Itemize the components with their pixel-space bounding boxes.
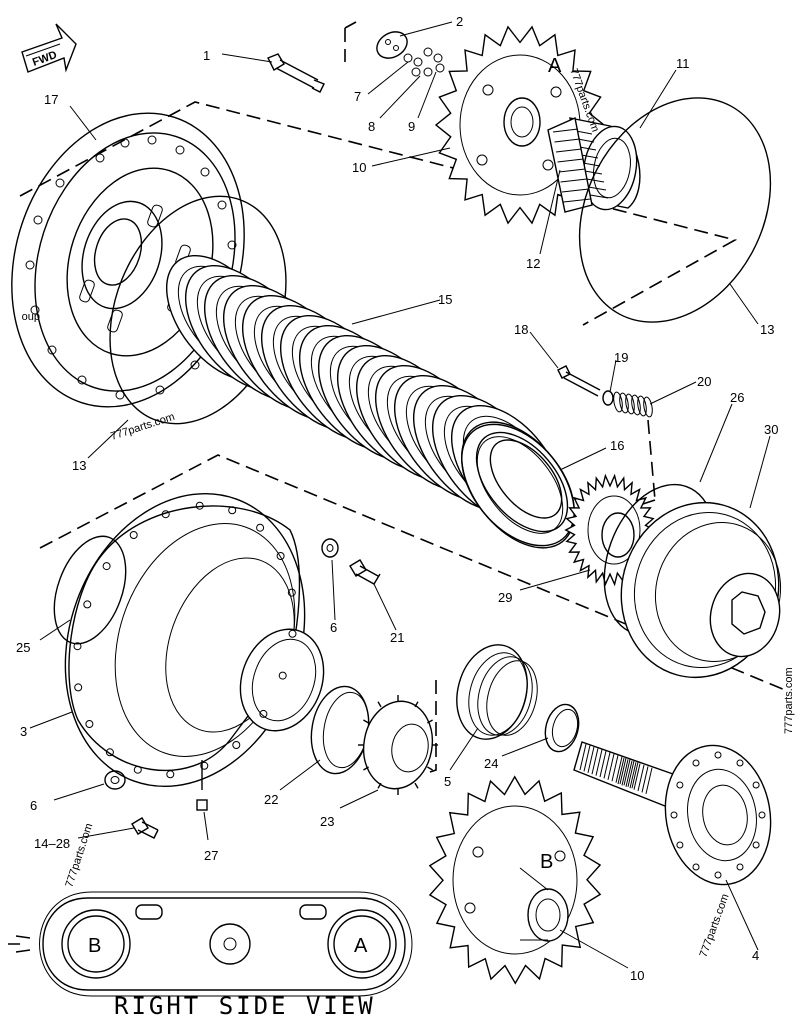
callout-24: 24 [484,756,498,771]
watermark-right: 777parts.com [783,667,795,734]
callout-16: 16 [610,438,624,453]
callout-3: 3 [20,724,27,739]
callout-13-left: 13 [72,458,86,473]
part-30-piston-housing [620,501,782,679]
watermark-left: 777parts.com [109,411,176,443]
part-4-output-shaft [573,741,772,886]
part-23-gear-hub [358,695,438,795]
callout-22: 22 [264,792,278,807]
part-1-bolt [267,53,325,93]
part-10-sprocket-b [428,775,602,985]
view-title: RIGHT SIDE VIEW [114,992,376,1020]
callout-19: 19 [614,350,628,365]
callout-26: 26 [730,390,744,405]
callout-21: 21 [390,630,404,645]
callout-6-upper: 6 [330,620,337,635]
callout-10-bottom: 10 [630,968,644,983]
part-13-o-ring-right [578,97,772,323]
forward-arrow-icon [21,23,77,73]
part-7-washers [403,47,443,67]
callout-17: 17 [44,92,58,107]
assembly-frame-bracket [429,680,437,773]
callout-numbers: 1 2 7 8 9 10 11 12 13 17 15 13 18 19 20 … [16,14,778,983]
callout-11: 11 [676,56,690,71]
part-11-12-hub [547,117,641,213]
watermark-bottom-left: 777parts.com [63,822,95,889]
watermark-edge: dno [22,311,40,323]
callout-13-right: 13 [760,322,774,337]
callout-27: 27 [204,848,218,863]
part-20-spring [613,391,653,418]
callout-10-top: 10 [352,160,366,175]
part-21-bolt-upper [349,559,381,585]
callout-2: 2 [456,14,463,29]
part-24-ring [544,703,580,753]
chain-side-view [8,891,413,997]
part-6-washer-lower [104,770,126,790]
part-2-retainer-plate [376,31,408,59]
callout-25: 25 [16,640,30,655]
callout-29: 29 [498,590,512,605]
callout-1: 1 [203,48,210,63]
chain-letter-b: B [88,935,101,957]
callout-4: 4 [752,948,759,963]
callout-5: 5 [444,774,451,789]
part-6-washer-upper [321,538,339,558]
callout-7: 7 [354,89,361,104]
part-19-washer [602,390,614,406]
sprocket-letter-b: B [540,851,553,873]
callout-20: 20 [697,374,711,389]
callout-15: 15 [438,292,452,307]
callout-14-28: 14–28 [34,836,70,851]
part-3-housing [64,492,325,788]
watermark-bottom-right: 777parts.com [698,892,732,959]
part-5-seal-rings [456,644,538,740]
part-16-drum [461,423,575,547]
callout-30: 30 [764,422,778,437]
callout-18: 18 [514,322,528,337]
part-18-bolt [557,365,601,397]
part-27-plug [196,760,208,811]
callout-9: 9 [408,119,415,134]
part-25-o-ring [53,535,127,645]
part-17-cover-plate [11,112,245,408]
sprocket-letter-a: A [548,55,562,77]
callout-12: 12 [526,256,540,271]
callout-leaders [29,21,771,969]
callout-6-lower: 6 [30,798,37,813]
part-8-9-lock-washers [411,63,445,77]
callout-8: 8 [368,119,375,134]
callout-23: 23 [320,814,334,829]
assembly-frame-top [19,101,738,326]
bolt-frame [344,21,357,62]
part-14-28-bolt [131,817,159,839]
chain-letter-a: A [354,935,368,957]
